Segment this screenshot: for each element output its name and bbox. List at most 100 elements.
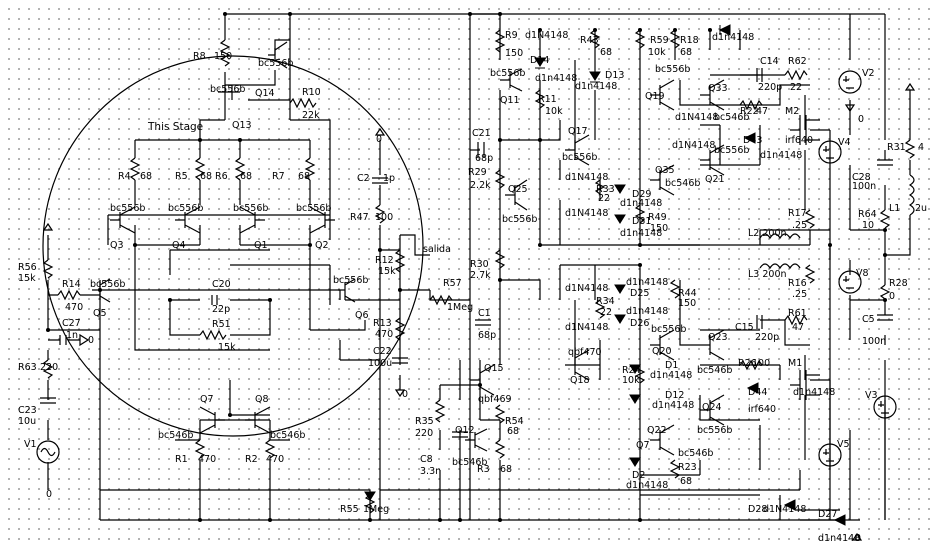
label-r6: R6: [215, 171, 228, 182]
label-r29: R29: [468, 167, 487, 178]
label-r43: R43: [580, 35, 599, 46]
label-r63-value: 220: [40, 362, 58, 373]
label-d44-value: irf640: [748, 404, 776, 415]
label-q8: Q8: [255, 394, 269, 405]
transistor-q7: [199, 406, 225, 434]
capacitor-c5: [877, 314, 893, 321]
label-ground-v1: 0: [46, 489, 52, 500]
label-q18-type: qbf470: [568, 347, 602, 358]
diode-d4: [718, 24, 731, 36]
label-r18: R18: [680, 35, 699, 46]
label-q7-right: Q7: [636, 440, 650, 451]
label-r30-value: 2.7k: [470, 270, 491, 281]
label-q6-type: bc556b: [333, 275, 368, 286]
label-d12: D12: [665, 390, 684, 401]
label-r55-value: 1Meg: [363, 504, 389, 515]
label-c5: C5: [862, 314, 875, 325]
resistor-r16: [804, 264, 816, 284]
label-d28-value: d1N4148: [763, 504, 806, 515]
label-d23: d1N4148: [525, 30, 568, 41]
label-c27: C27: [62, 318, 81, 329]
capacitor-c1: [475, 319, 491, 326]
capacitor-c15: [756, 315, 763, 329]
diode-d26: [614, 314, 626, 324]
component-labels: R8 150 bc556b Q14 bc556b Q13 R10 22k R4 …: [18, 30, 927, 544]
label-r17: R17: [788, 208, 807, 219]
resistor-r4: [129, 157, 141, 181]
resistor-r43: [589, 29, 601, 49]
label-r56: R56: [18, 262, 37, 273]
label-r7-value: 68: [298, 171, 310, 182]
diode-d13: [589, 71, 601, 83]
inductor-l3: [759, 263, 801, 270]
label-m1: M1: [788, 358, 802, 369]
resistor-r1: [194, 439, 206, 459]
label-q15-type: qbf469: [478, 394, 512, 405]
label-r11-value: 10k: [545, 106, 563, 117]
capacitor-c21: [477, 142, 485, 158]
mosfet-m1: [790, 370, 820, 400]
diode-d12: [629, 394, 641, 404]
diode-d43: [743, 132, 756, 144]
label-r16: R16: [788, 278, 807, 289]
label-d46: d1N4148: [565, 208, 608, 219]
resistor-r17: [804, 209, 816, 229]
stage-label: This Stage: [147, 121, 203, 133]
diode-d55: [364, 491, 376, 501]
output-label: salida: [423, 244, 451, 255]
label-c27-value: 1n: [66, 330, 78, 341]
label-r51: R51: [212, 319, 231, 330]
transistor-q20: [650, 329, 675, 361]
label-r4: R4: [118, 171, 131, 182]
transistor-q1: [239, 206, 265, 234]
label-r59: R59: [650, 35, 669, 46]
resistor-r26: [739, 359, 763, 371]
label-c23: C23: [18, 405, 37, 416]
label-r49-value: 150: [650, 223, 668, 234]
transistor-q8: [245, 406, 271, 434]
resistor-r6: [234, 157, 246, 181]
resistor-r9: [494, 29, 506, 53]
transistor-q24: [700, 394, 725, 426]
resistor-r23: [669, 459, 681, 479]
label-r10-value: 22k: [302, 110, 320, 121]
label-q7: Q7: [200, 394, 214, 405]
label-r31: R31: [887, 142, 906, 153]
transistor-q15: [470, 364, 495, 396]
label-q11: Q11: [500, 95, 520, 106]
label-r61-value: 47: [792, 322, 804, 333]
label-c21-value: 68p: [475, 153, 493, 164]
label-c20-value: 22p: [212, 304, 230, 315]
label-q23: Q23: [708, 332, 728, 343]
label-ground-c27: 0: [88, 335, 94, 346]
ground-bottom: [851, 532, 863, 541]
label-q25-type: bc556b: [502, 214, 537, 225]
resistor-r33: [594, 179, 606, 195]
label-r3: R3: [477, 464, 490, 475]
label-c28-value: 100n: [852, 181, 876, 192]
source-v8: [838, 270, 862, 294]
label-q14-type: bc556b: [258, 58, 293, 69]
transistor-q3: [110, 206, 136, 234]
transistor-q18: [565, 349, 590, 381]
source-v3: [873, 395, 897, 419]
label-r47-value: 100: [375, 212, 393, 223]
label-c8: C8: [420, 454, 433, 465]
label-c2: C2: [357, 173, 370, 184]
label-q17-type: bc556b: [562, 152, 597, 163]
label-r35: R35: [415, 416, 434, 427]
label-r49: R49: [648, 212, 667, 223]
label-r54: R54: [505, 416, 524, 427]
label-r14-value: 470: [65, 302, 83, 313]
label-r16-value: .25: [792, 289, 807, 300]
transistor-q14: [268, 41, 288, 69]
ground-input: [42, 222, 54, 231]
label-r10: R10: [302, 87, 321, 98]
label-ground-c2: 0: [376, 134, 382, 145]
source-v1: [36, 440, 60, 464]
label-q2-type: bc556b: [296, 203, 331, 214]
label-c22-value: 100u: [368, 358, 392, 369]
capacitor-c2: [372, 177, 388, 184]
transistor-q21: [700, 144, 725, 176]
